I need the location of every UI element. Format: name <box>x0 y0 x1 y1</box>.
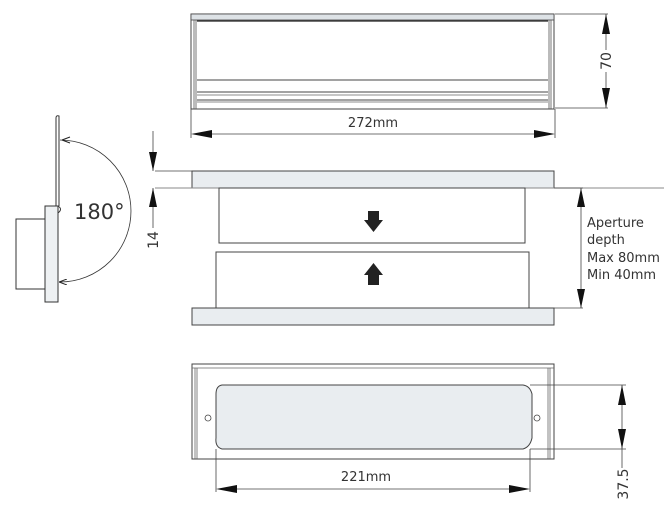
section-view <box>155 170 664 326</box>
arrow-up-icon <box>364 263 383 285</box>
flap-offset-label: 14 <box>146 231 162 249</box>
aperture-height-label: 37.5 <box>616 468 632 499</box>
aperture-width-dimension: 221mm <box>215 449 531 493</box>
aperture-depth-dimension: Aperture depth Max 80mm Min 40mm <box>554 187 660 308</box>
aperture-label-line1: Aperture <box>587 216 644 231</box>
aperture-label-line4: Min 40mm <box>587 268 656 283</box>
screw-hole-left <box>204 414 212 422</box>
angle-label: 180° <box>74 200 125 224</box>
front-view <box>190 13 555 110</box>
aperture-height-dimension: 37.5 <box>530 384 632 500</box>
aperture-opening <box>215 384 533 450</box>
height-dimension: 70 <box>555 13 615 109</box>
back-view <box>191 363 555 460</box>
arrow-down-icon <box>364 211 383 232</box>
screw-hole-right <box>533 414 541 422</box>
aperture-label-line3: Max 80mm <box>587 251 660 266</box>
width-label: 272mm <box>348 116 398 131</box>
height-label: 70 <box>599 52 615 70</box>
flap-offset-dimension: 14 <box>146 131 162 249</box>
side-view: 180° <box>15 115 132 303</box>
aperture-width-label: 221mm <box>341 470 391 485</box>
aperture-label-line2: depth <box>587 233 625 248</box>
width-dimension: 272mm <box>190 109 556 138</box>
